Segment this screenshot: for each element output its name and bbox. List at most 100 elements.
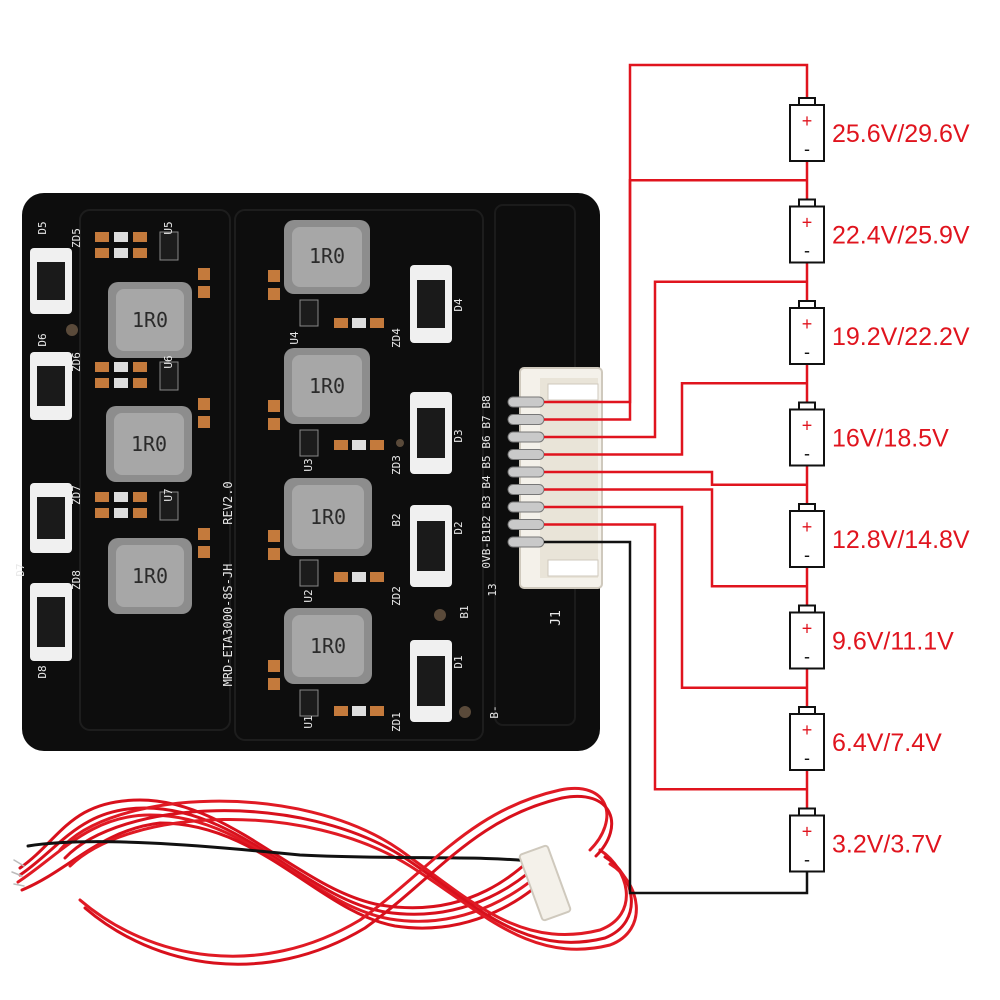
tap-wire bbox=[544, 488, 807, 588]
battery-cell: +-25.6V/29.6V bbox=[789, 97, 970, 162]
inductor-marking: 1R0 bbox=[309, 244, 345, 268]
inductor: 1R0 bbox=[284, 348, 370, 424]
ref-u2: U2 bbox=[302, 589, 315, 602]
inductor-marking: 1R0 bbox=[310, 634, 346, 658]
diode-d8 bbox=[30, 583, 72, 661]
cell-voltage-label: 22.4V/25.9V bbox=[832, 222, 970, 250]
ref-d5: D5 bbox=[36, 221, 49, 234]
tap-wire-b8 bbox=[544, 63, 809, 404]
diode-d7 bbox=[30, 483, 72, 553]
cell-voltage-label: 25.6V/29.6V bbox=[832, 120, 970, 148]
cell-minus: - bbox=[804, 342, 810, 362]
revision-text: REV2.0 bbox=[221, 481, 235, 524]
pin-label: B8 bbox=[480, 395, 493, 408]
inductor-group: 1R0 1R0 1R0 1R0 1R0 bbox=[106, 220, 372, 684]
ref-u6: U6 bbox=[162, 355, 175, 368]
ref-u5: U5 bbox=[162, 221, 175, 234]
cell-body bbox=[789, 307, 825, 365]
cell-minus: - bbox=[804, 850, 810, 870]
inductor: 1R0 bbox=[108, 282, 192, 358]
ref-zd4: ZD4 bbox=[390, 328, 403, 348]
ref-b2: B2 bbox=[390, 513, 403, 526]
connector-pin bbox=[507, 484, 545, 495]
ref-zd3: ZD3 bbox=[390, 455, 403, 475]
cell-body bbox=[789, 611, 825, 670]
cell-voltage-label: 19.2V/22.2V bbox=[832, 323, 970, 351]
model-text: MRD-ETA3000-8S-JH bbox=[221, 564, 235, 687]
tap-wire bbox=[544, 523, 807, 791]
inductor-marking: 1R0 bbox=[310, 505, 346, 529]
battery-cell: +-16V/18.5V bbox=[789, 401, 949, 467]
pin-label: B5 bbox=[480, 455, 493, 468]
cell-voltage-label: 16V/18.5V bbox=[832, 425, 949, 453]
cell-plus: + bbox=[802, 822, 813, 842]
balance-cable bbox=[11, 787, 638, 966]
connector-pin bbox=[507, 431, 545, 443]
pin-label: B7 bbox=[480, 415, 493, 428]
pin-label: 0V bbox=[480, 555, 493, 569]
cell-minus: - bbox=[804, 545, 810, 565]
diode-d3 bbox=[410, 392, 452, 474]
cell-body bbox=[789, 814, 825, 873]
inductor: 1R0 bbox=[106, 406, 192, 482]
battery-cell: + - 19.2V/22.2V bbox=[789, 300, 970, 365]
battery-cell: +-9.6V/11.1V bbox=[789, 604, 954, 670]
battery-cell: +-12.8V/14.8V bbox=[789, 503, 970, 568]
inductor-marking: 1R0 bbox=[309, 374, 345, 398]
cell-plus: + bbox=[802, 314, 813, 334]
cell-body bbox=[789, 408, 825, 467]
connector-pin bbox=[507, 519, 545, 530]
inductor: 1R0 bbox=[108, 538, 192, 614]
diode-d5 bbox=[30, 248, 72, 314]
ref-zd8: ZD8 bbox=[70, 570, 83, 590]
ref-d1: D1 bbox=[452, 655, 465, 668]
inductor: 1R0 bbox=[284, 478, 372, 556]
ref-d6: D6 bbox=[36, 333, 49, 346]
connector-pin bbox=[507, 396, 545, 408]
ref-d3: D3 bbox=[452, 429, 465, 442]
balance-connector bbox=[507, 367, 603, 589]
cell-plus: + bbox=[802, 213, 813, 233]
pin-label: B4 bbox=[480, 475, 493, 489]
ref-zd6: ZD6 bbox=[70, 352, 83, 372]
ref-zd5: ZD5 bbox=[70, 228, 83, 248]
ref-d4: D4 bbox=[452, 298, 465, 312]
connector-pins bbox=[507, 396, 545, 548]
pin-label: B6 bbox=[480, 435, 493, 448]
tap-wire bbox=[544, 382, 807, 456]
tap-wire bbox=[544, 470, 807, 486]
ref-b1: B1 bbox=[458, 605, 471, 618]
connector-pin bbox=[507, 501, 545, 513]
cell-plus: + bbox=[802, 619, 813, 639]
inductor: 1R0 bbox=[284, 608, 372, 684]
cell-body bbox=[789, 205, 825, 264]
balancer-pcb: 1R0 1R0 1R0 1R0 1R0 bbox=[14, 193, 603, 751]
ref-d7: D7 bbox=[14, 563, 27, 576]
battery-stack: +-25.6V/29.6V+-22.4V/25.9V+-19.2V/22.2V+… bbox=[789, 97, 970, 873]
pin-label: B2 bbox=[480, 515, 493, 528]
pin-label: B-B1 bbox=[480, 529, 493, 556]
cell-voltage-label: 6.4V/7.4V bbox=[832, 729, 942, 757]
cell-minus: - bbox=[804, 647, 810, 667]
connector-pin bbox=[507, 466, 545, 478]
ref-zd1: ZD1 bbox=[390, 712, 403, 732]
inductor-marking: 1R0 bbox=[131, 432, 167, 456]
tap-wire bbox=[544, 179, 807, 421]
tap-wire bbox=[544, 280, 807, 439]
ref-u4: U4 bbox=[288, 331, 301, 345]
battery-cell: +-3.2V/3.7V bbox=[789, 807, 942, 873]
cell-minus: - bbox=[804, 444, 810, 464]
wiring bbox=[544, 63, 809, 895]
cell-body bbox=[789, 510, 825, 568]
cell-plus: + bbox=[802, 720, 813, 740]
connector-ref: J1 bbox=[549, 610, 564, 626]
tap-wire bbox=[544, 505, 807, 689]
smd-components bbox=[95, 231, 384, 717]
cell-plus: + bbox=[802, 517, 813, 537]
connector-pin bbox=[507, 449, 545, 460]
ref-zd2: ZD2 bbox=[390, 586, 403, 606]
ref-u7: U7 bbox=[162, 488, 175, 501]
connector-pin bbox=[507, 414, 545, 425]
